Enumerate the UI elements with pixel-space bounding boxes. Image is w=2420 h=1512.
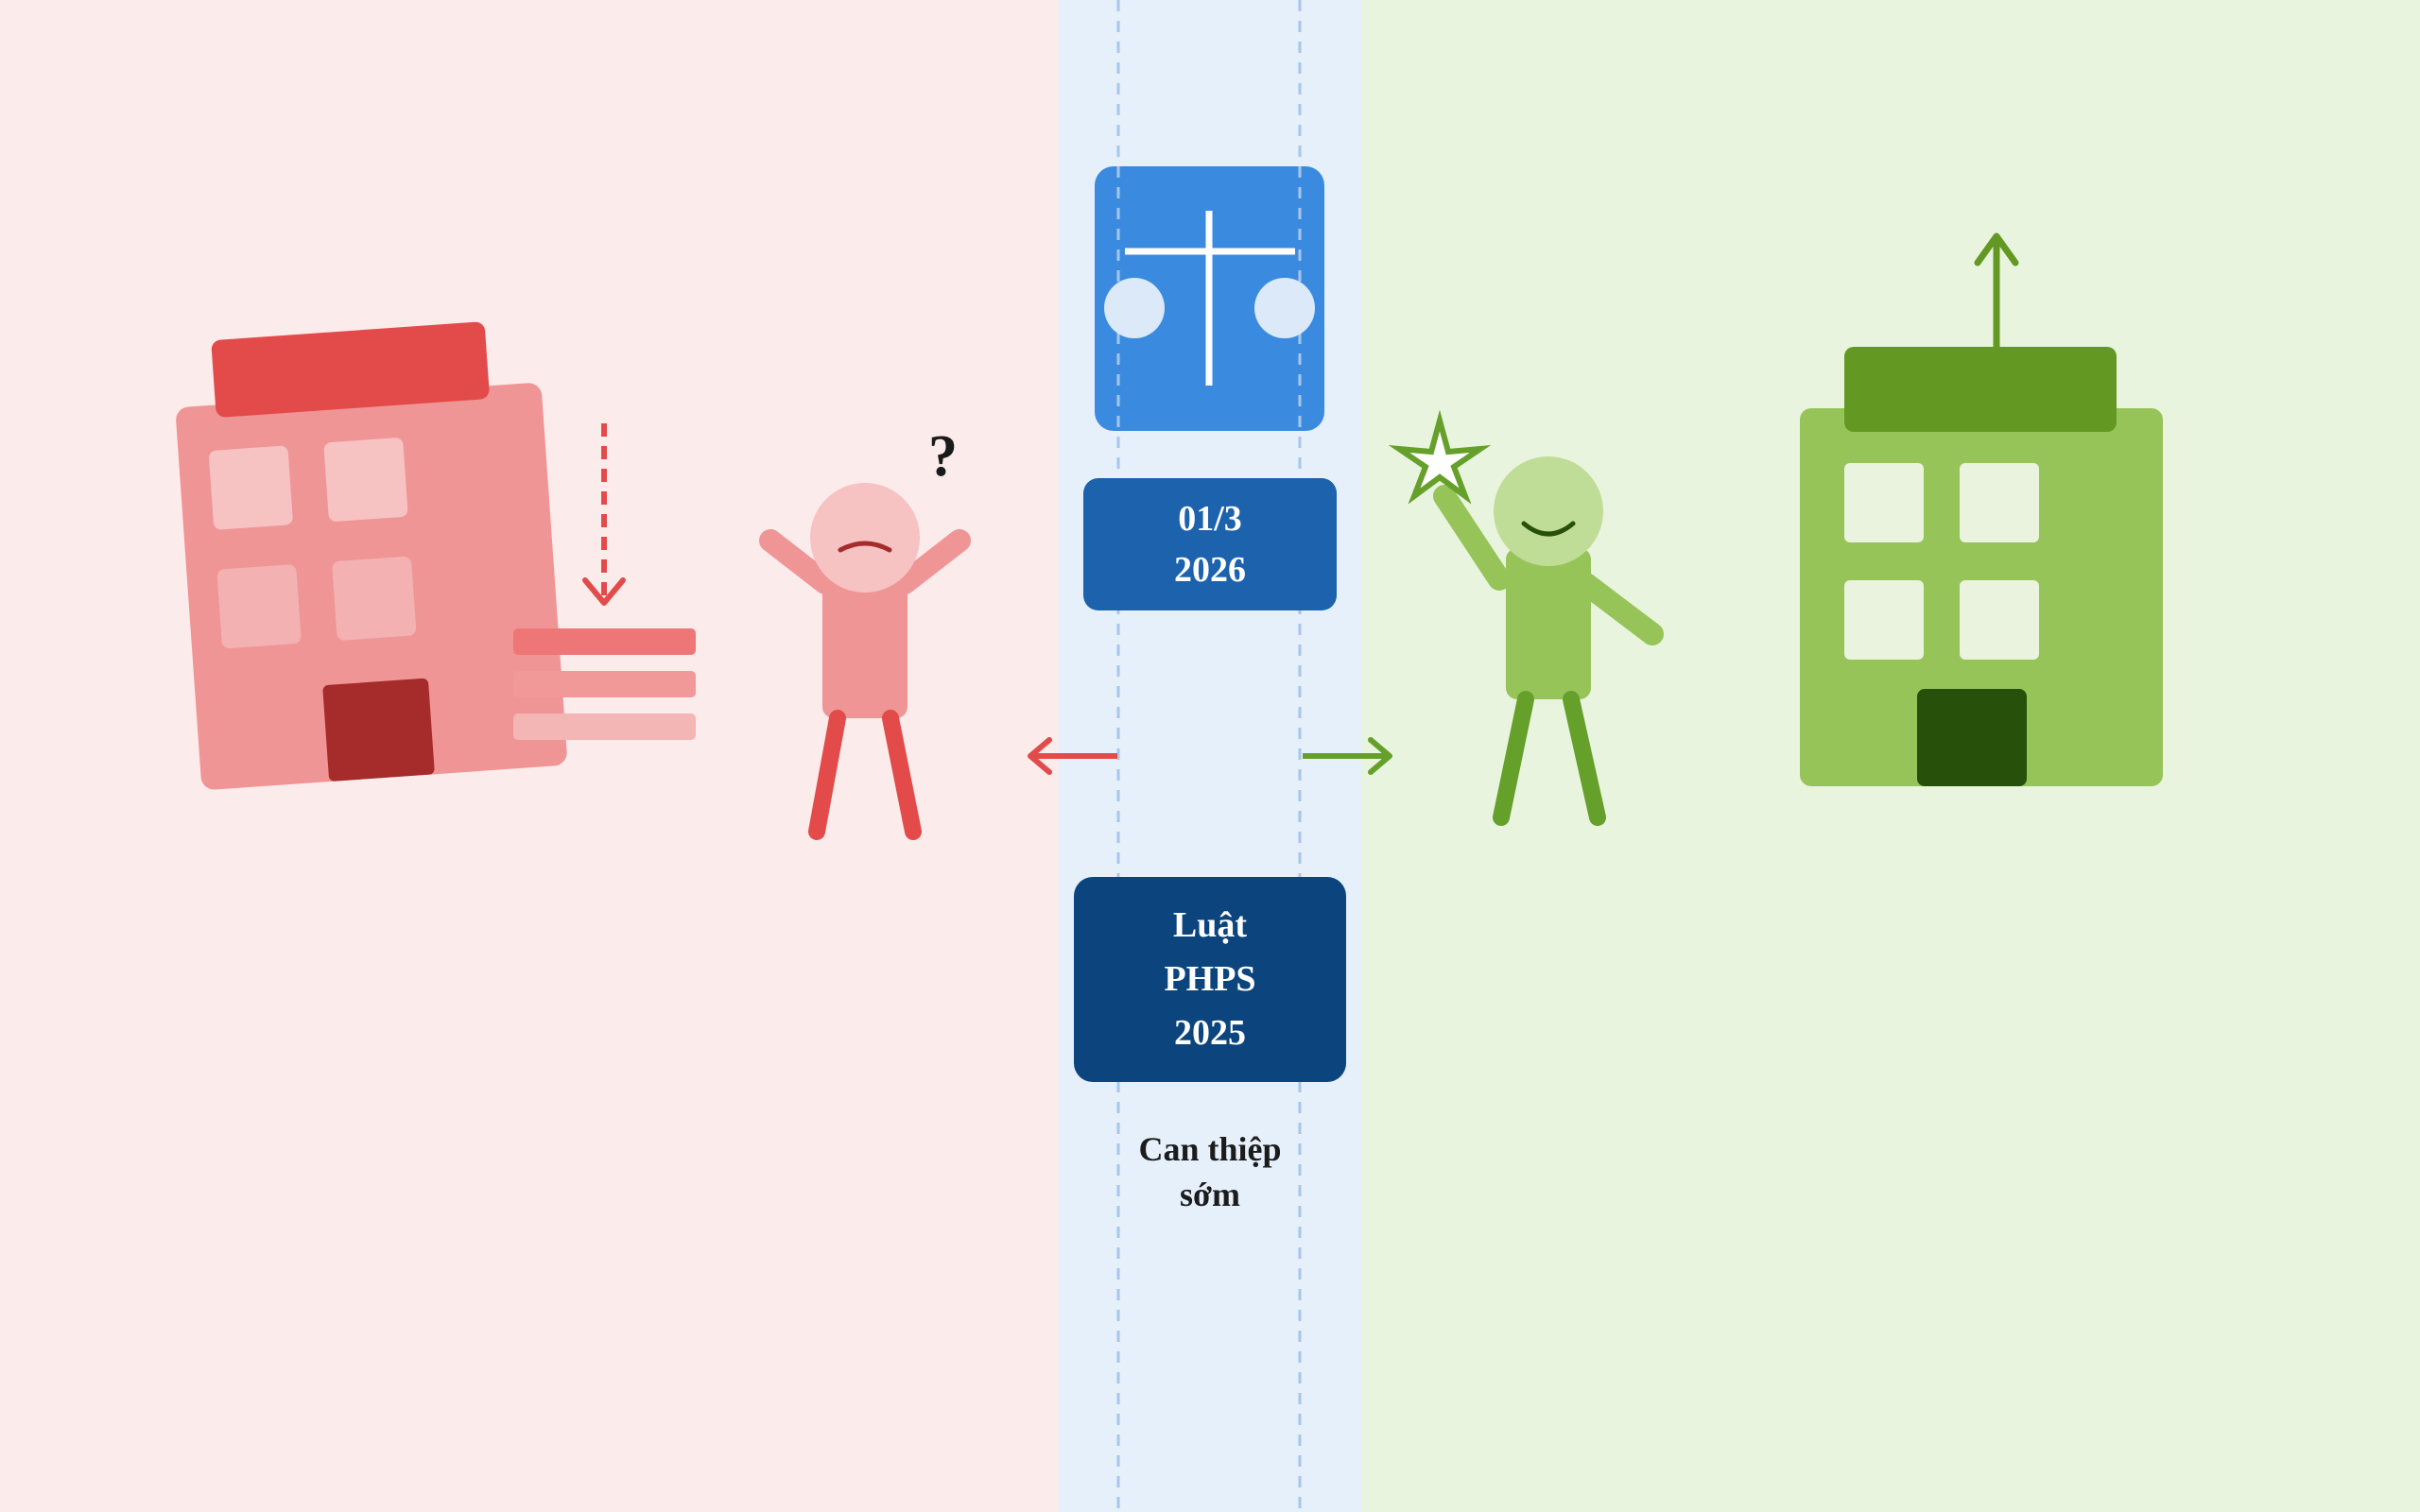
question-mark: ? [928, 424, 958, 489]
happy-person-icon [1433, 456, 1664, 826]
declining-building-icon [176, 321, 696, 790]
stressed-person-icon [759, 483, 971, 840]
caption-line-2: sớm [1180, 1176, 1240, 1213]
scales-of-justice-icon [1095, 166, 1324, 431]
growing-building-icon [1800, 347, 2163, 786]
down-arrow-icon [582, 423, 626, 606]
up-arrow-icon [1974, 232, 2019, 347]
date-line-2: 2026 [1174, 550, 1246, 590]
law-line-3: 2025 [1174, 1013, 1246, 1053]
law-line-1: Luật [1172, 905, 1248, 945]
effective-date-badge: 01/3 2026 [1083, 478, 1337, 610]
date-line-1: 01/3 [1178, 499, 1242, 539]
law-line-2: PHPS [1164, 959, 1256, 999]
right-arrow-icon [1303, 737, 1392, 775]
star-icon [1388, 409, 1492, 505]
caption-early-intervention: Can thiệp sớm [1059, 1126, 1361, 1217]
left-arrow-icon [1028, 737, 1117, 775]
caption-line-1: Can thiệp [1138, 1130, 1282, 1168]
law-name-badge: Luật PHPS 2025 [1074, 877, 1346, 1082]
